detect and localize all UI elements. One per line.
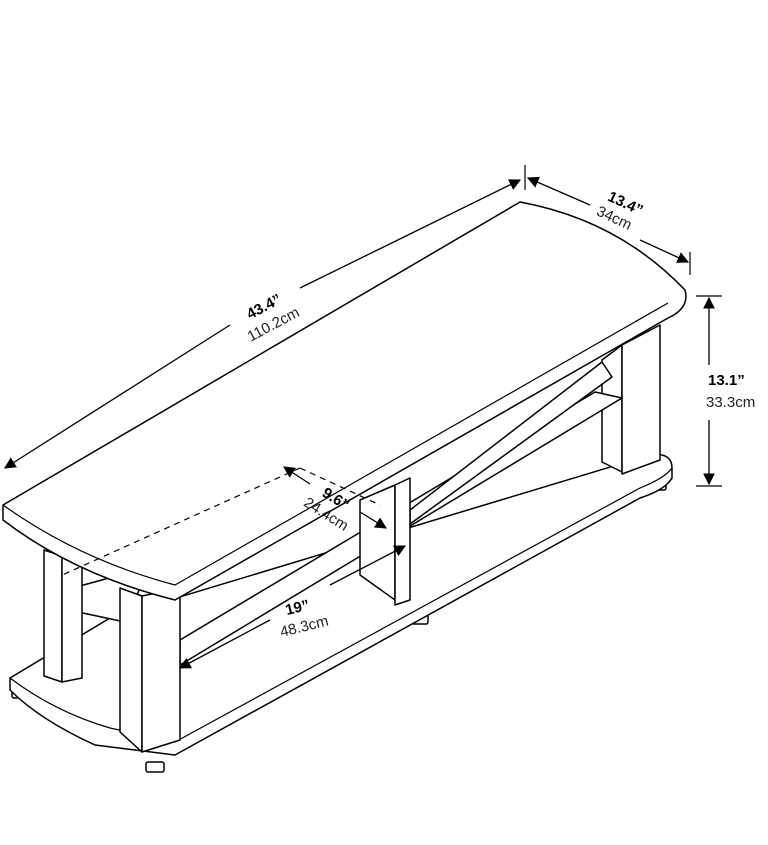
center-divider xyxy=(359,477,411,606)
height-metric-label: 33.3cm xyxy=(706,394,755,411)
height-imperial-label: 13.1” xyxy=(708,372,745,389)
shelf-width-imperial-label: 19” xyxy=(284,597,312,619)
height-dimension: 13.1” 33.3cm xyxy=(696,295,755,487)
left-legs xyxy=(43,549,181,753)
top-board xyxy=(2,201,687,601)
